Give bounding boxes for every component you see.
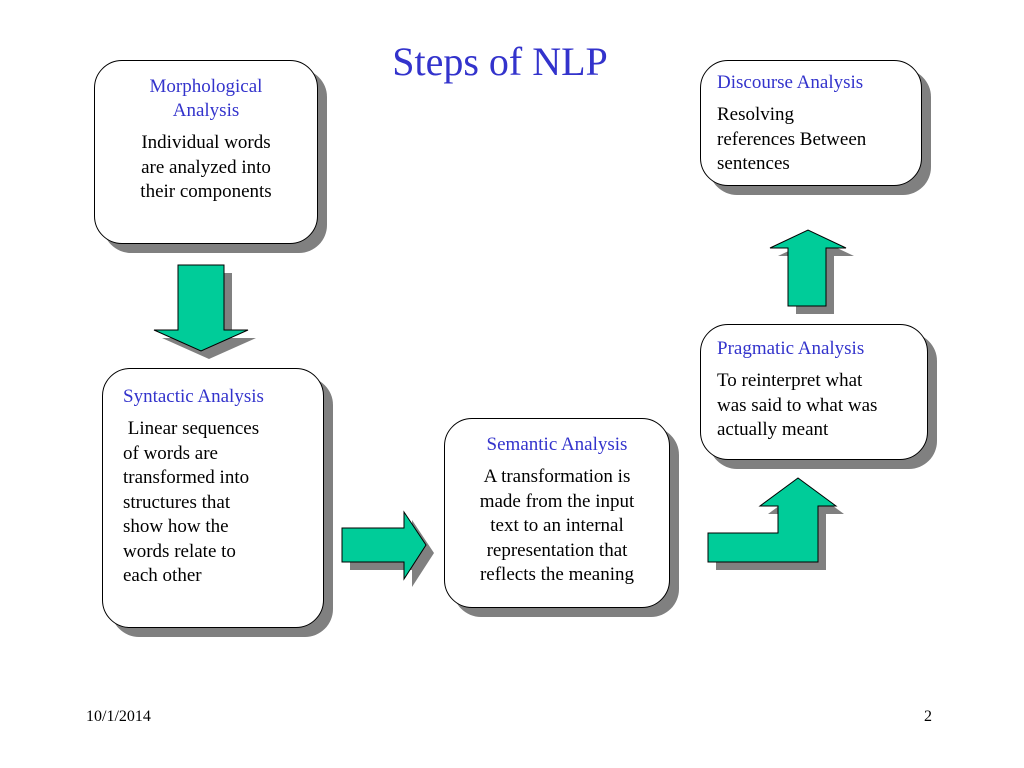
pragmatic-analysis-title: Pragmatic Analysis: [717, 338, 865, 359]
semantic-analysis-body: A transformation is made from the input …: [479, 466, 635, 585]
pragmatic-analysis-body: To reinterpret what was said to what was…: [717, 370, 878, 440]
syntactic-analysis-title: Syntactic Analysis: [123, 386, 264, 407]
page-number: 2: [924, 708, 932, 725]
discourse-analysis-box: Discourse Analysis Resolving references …: [700, 60, 922, 186]
right-arrow-icon: [341, 510, 434, 587]
bent-up-arrow-icon: [707, 477, 844, 570]
pragmatic-analysis-box: Pragmatic Analysis To reinterpret what w…: [700, 324, 928, 460]
syntactic-analysis-box: Syntactic Analysis Linear sequences of w…: [102, 368, 324, 628]
up-arrow-icon: [769, 229, 854, 314]
down-arrow-icon: [153, 264, 256, 359]
semantic-analysis-box: Semantic Analysis A transformation is ma…: [444, 418, 670, 608]
morphological-analysis-body: Individual words are analyzed into their…: [140, 132, 272, 202]
slide-title: Steps of NLP: [392, 39, 608, 84]
discourse-analysis-body: Resolving references Between sentences: [717, 104, 867, 174]
footer-date: 10/1/2014: [86, 708, 151, 725]
semantic-analysis-title: Semantic Analysis: [486, 434, 628, 455]
morphological-analysis-box: Morphological Analysis Individual words …: [94, 60, 318, 244]
discourse-analysis-title: Discourse Analysis: [717, 72, 864, 93]
syntactic-analysis-body: Linear sequences of words are transforme…: [123, 418, 260, 586]
morphological-analysis-title: Morphological Analysis: [149, 76, 263, 121]
